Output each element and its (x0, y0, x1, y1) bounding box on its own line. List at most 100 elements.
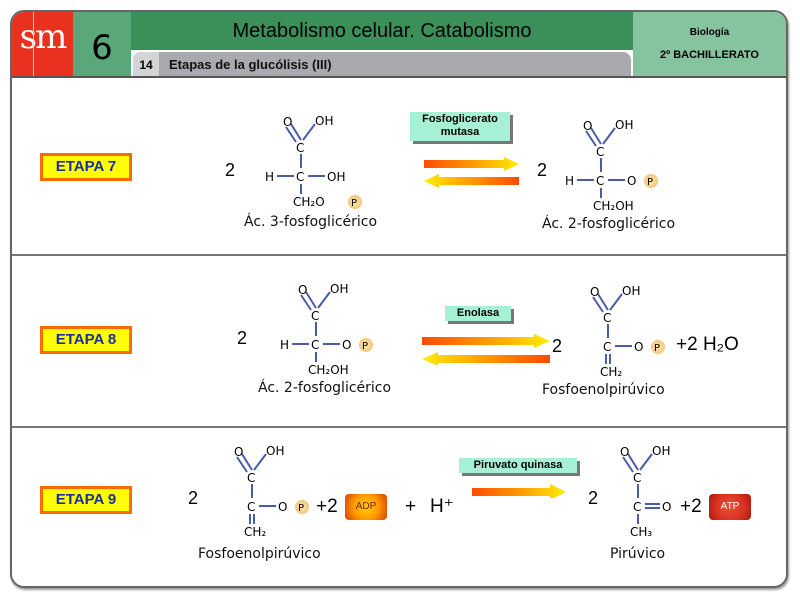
reactant-name: Ác. 2-fosfoglicérico (258, 380, 392, 396)
phosphate-icon (295, 500, 309, 514)
atom-p: P (647, 177, 653, 188)
product-name: Ác. 2-fosfoglicérico (542, 216, 676, 232)
atom-c: C (247, 471, 255, 485)
adp-badge: ADP (345, 494, 387, 520)
reverse-arrow-icon (424, 174, 519, 188)
atom-oh: OH (615, 118, 633, 132)
product-coefficient: 2 (537, 160, 548, 180)
atom-o: O (342, 338, 351, 352)
atom-o: O (590, 285, 599, 299)
stage-divider (12, 254, 786, 256)
atom-c: C (633, 500, 641, 514)
reverse-arrow-icon (422, 352, 550, 366)
water-product: +2 H₂O (676, 334, 739, 355)
atom-oh: OH (652, 444, 670, 458)
atom-o: O (634, 340, 643, 354)
group-ch2oh: CH₂OH (308, 363, 349, 377)
enzyme-name-line-2: mutasa (440, 126, 480, 138)
product-name: Pirúvico (610, 546, 666, 562)
molecule-3-phosphoglyceric-acid: O OH C H C OH CH₂O P (265, 114, 362, 209)
atom-p: P (362, 341, 368, 352)
atom-p: P (654, 343, 660, 354)
atom-c: C (247, 500, 255, 514)
section-title: Etapas de la glucólisis (III) (169, 57, 332, 72)
reactant-coefficient: 2 (225, 160, 236, 180)
atom-o: O (620, 445, 629, 459)
stage-divider (12, 426, 786, 428)
stage-label-7: ETAPA 7 (40, 153, 132, 181)
product-coefficient: 2 (552, 336, 563, 356)
atom-o: O (662, 500, 671, 514)
atom-oh: OH (266, 444, 284, 458)
atom-c: C (633, 471, 641, 485)
proton: H⁺ (430, 496, 454, 517)
atom-h: H (280, 338, 289, 352)
slide-frame: sm 6 Metabolismo celular. Catabolismo 14… (10, 10, 788, 588)
atp-badge: ATP (709, 494, 751, 520)
phosphate-icon (651, 340, 665, 354)
molecule-2-phosphoglyceric-acid: O OH C H C O P CH₂OH (280, 282, 373, 377)
atom-c: C (596, 174, 604, 188)
reactant-coefficient: 2 (237, 328, 248, 348)
atom-o: O (627, 174, 636, 188)
atom-o: O (234, 445, 243, 459)
atom-o: O (283, 115, 292, 129)
atom-h: H (565, 174, 574, 188)
forward-arrow-icon (472, 484, 566, 498)
atom-c: C (296, 141, 304, 155)
group-ch3: CH₃ (630, 525, 652, 539)
subject-box: Biología 2º BACHILLERATO (633, 12, 786, 76)
atom-oh: OH (327, 170, 345, 184)
atom-h: H (265, 170, 274, 184)
atom-o: O (298, 283, 307, 297)
phosphate-icon (359, 338, 373, 352)
plus-sign: + (405, 496, 417, 517)
stage-label-9: ETAPA 9 (40, 486, 132, 514)
atom-o: O (583, 119, 592, 133)
atom-p: P (298, 503, 304, 514)
atom-oh: OH (315, 114, 333, 128)
reactant-name: Ác. 3-fosfoglicérico (244, 214, 378, 230)
group-ch2: CH₂ (600, 365, 622, 379)
chapter-number: 6 (73, 12, 131, 76)
level-label: 2º BACHILLERATO (660, 49, 759, 61)
section-number: 14 (133, 52, 159, 76)
molecule-pyruvic-acid: O OH C C O CH₃ (620, 444, 671, 539)
atp-coefficient: +2 (680, 496, 702, 517)
forward-arrow-icon (424, 157, 519, 171)
atom-c: C (603, 311, 611, 325)
molecule-2-phosphoglyceric-acid: O OH C H C O P CH₂OH (565, 118, 658, 213)
forward-arrow-icon (422, 334, 550, 348)
atom-c: C (596, 145, 604, 159)
atom-oh: OH (622, 284, 640, 298)
section-bar (133, 52, 631, 76)
molecule-phosphoenolpyruvic-acid: O OH C C O P CH₂ (234, 444, 309, 539)
reactant-coefficient: 2 (188, 488, 199, 508)
title-bar (131, 12, 633, 50)
group-ch2oh: CH₂OH (593, 199, 634, 213)
subject-label: Biología (689, 27, 730, 38)
header-divider (12, 76, 786, 78)
atom-c: C (603, 340, 611, 354)
group-ch2o: CH₂O (293, 195, 325, 209)
adp-coefficient: +2 (316, 496, 338, 517)
publisher-logo: sm (12, 12, 73, 76)
enzyme-name-line-1: Fosfoglicerato (422, 113, 498, 125)
reactant-name: Fosfoenolpirúvico (198, 546, 321, 562)
product-name: Fosfoenolpirúvico (542, 382, 665, 398)
stage-label-8: ETAPA 8 (40, 326, 132, 354)
page-title: Metabolismo celular. Catabolismo (232, 20, 532, 42)
enzyme-label: Enolasa (445, 306, 511, 321)
atom-c: C (311, 309, 319, 323)
atom-c: C (311, 338, 319, 352)
molecule-phosphoenolpyruvic-acid: O OH C C O P CH₂ (590, 284, 665, 379)
enzyme-label: Piruvato quinasa (459, 458, 577, 473)
phosphate-icon (644, 174, 658, 188)
product-coefficient: 2 (588, 488, 599, 508)
group-ch2: CH₂ (244, 525, 266, 539)
atom-o: O (278, 500, 287, 514)
atom-c: C (296, 170, 304, 184)
atom-p: P (351, 198, 357, 209)
atom-oh: OH (330, 282, 348, 296)
